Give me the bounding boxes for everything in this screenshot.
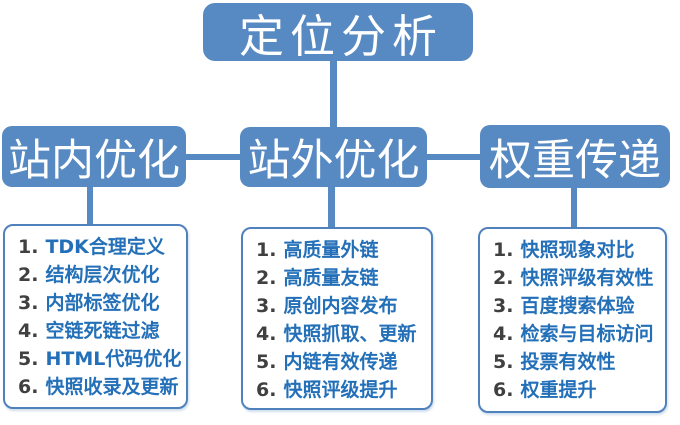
item-number: 3. xyxy=(493,295,514,317)
list-box-weight-transfer: 1. 快照现象对比 2. 快照评级有效性 3. 百度搜索体验 4. 检索与目标访问 5.… xyxy=(478,227,667,413)
connector-weight-to-list xyxy=(571,187,577,229)
item-number: 2. xyxy=(18,264,39,286)
item-number: 6. xyxy=(18,376,39,398)
item-number: 6. xyxy=(256,379,277,401)
item-text: HTML代码优化 xyxy=(45,348,182,370)
item-text: 快照现象对比 xyxy=(520,239,635,261)
list-item: 2. 高质量友链 xyxy=(256,264,427,292)
list-item: 4. 空链死链过滤 xyxy=(18,317,182,345)
list-item: 6. 快照收录及更新 xyxy=(18,373,182,401)
list-box-offsite-optimization: 1. 高质量外链 2. 高质量友链 3. 原创内容发布 4. 快照抓取、更新 5. 内链有… xyxy=(241,227,433,410)
item-text: 原创内容发布 xyxy=(283,295,398,317)
branch-node-weight-transfer: 权重传递 xyxy=(480,125,670,188)
item-text: TDK合理定义 xyxy=(45,236,165,258)
list-item: 6. 权重提升 xyxy=(493,376,661,404)
root-node-positioning-analysis: 定位分析 xyxy=(203,3,473,63)
item-number: 6. xyxy=(493,379,514,401)
list-item: 1. 高质量外链 xyxy=(256,236,427,264)
item-text: 快照评级有效性 xyxy=(520,267,654,289)
connector-onsite-to-list xyxy=(87,186,93,226)
list-item: 3. 原创内容发布 xyxy=(256,292,427,320)
list-item: 3. 内部标签优化 xyxy=(18,289,182,317)
connector-onsite-to-offsite xyxy=(185,154,241,160)
item-text: 结构层次优化 xyxy=(45,264,160,286)
item-number: 5. xyxy=(493,351,514,373)
item-text: 权重提升 xyxy=(520,379,597,401)
list-item: 2. 快照评级有效性 xyxy=(493,264,661,292)
item-text: 快照抓取、更新 xyxy=(283,323,417,345)
item-number: 4. xyxy=(256,323,277,345)
item-number: 3. xyxy=(18,292,39,314)
item-number: 5. xyxy=(256,351,277,373)
item-number: 5. xyxy=(18,348,39,370)
list-box-onsite-optimization: 1. TDK合理定义 2. 结构层次优化 3. 内部标签优化 4. 空链死链过滤 5. H… xyxy=(3,224,188,409)
item-number: 1. xyxy=(256,239,277,261)
item-text: 百度搜索体验 xyxy=(520,295,635,317)
list-item: 3. 百度搜索体验 xyxy=(493,292,661,320)
item-text: 内部标签优化 xyxy=(45,292,160,314)
list-item: 5. 内链有效传递 xyxy=(256,348,427,376)
item-text: 空链死链过滤 xyxy=(45,320,160,342)
item-number: 2. xyxy=(256,267,277,289)
connector-offsite-to-list xyxy=(328,186,335,229)
list-item: 4. 快照抓取、更新 xyxy=(256,320,427,348)
item-text: 高质量友链 xyxy=(283,267,379,289)
item-number: 2. xyxy=(493,267,514,289)
list-item: 6. 快照评级提升 xyxy=(256,376,427,404)
list-item: 4. 检索与目标访问 xyxy=(493,320,661,348)
item-number: 3. xyxy=(256,295,277,317)
item-text: 检索与目标访问 xyxy=(520,323,654,345)
item-number: 4. xyxy=(18,320,39,342)
list-item: 1. TDK合理定义 xyxy=(18,233,182,261)
list-item: 5. 投票有效性 xyxy=(493,348,661,376)
item-number: 4. xyxy=(493,323,514,345)
item-number: 1. xyxy=(493,239,514,261)
list-item: 2. 结构层次优化 xyxy=(18,261,182,289)
item-text: 投票有效性 xyxy=(520,351,616,373)
item-text: 高质量外链 xyxy=(283,239,379,261)
branch-node-offsite-optimization: 站外优化 xyxy=(240,127,427,187)
list-item: 1. 快照现象对比 xyxy=(493,236,661,264)
connector-offsite-to-weight xyxy=(426,154,481,160)
branch-node-onsite-optimization: 站内优化 xyxy=(2,126,186,187)
item-number: 1. xyxy=(18,236,39,258)
connector-root-to-offsite xyxy=(330,60,337,128)
list-item: 5. HTML代码优化 xyxy=(18,345,182,373)
item-text: 内链有效传递 xyxy=(283,351,398,373)
item-text: 快照评级提升 xyxy=(283,379,398,401)
item-text: 快照收录及更新 xyxy=(45,376,179,398)
